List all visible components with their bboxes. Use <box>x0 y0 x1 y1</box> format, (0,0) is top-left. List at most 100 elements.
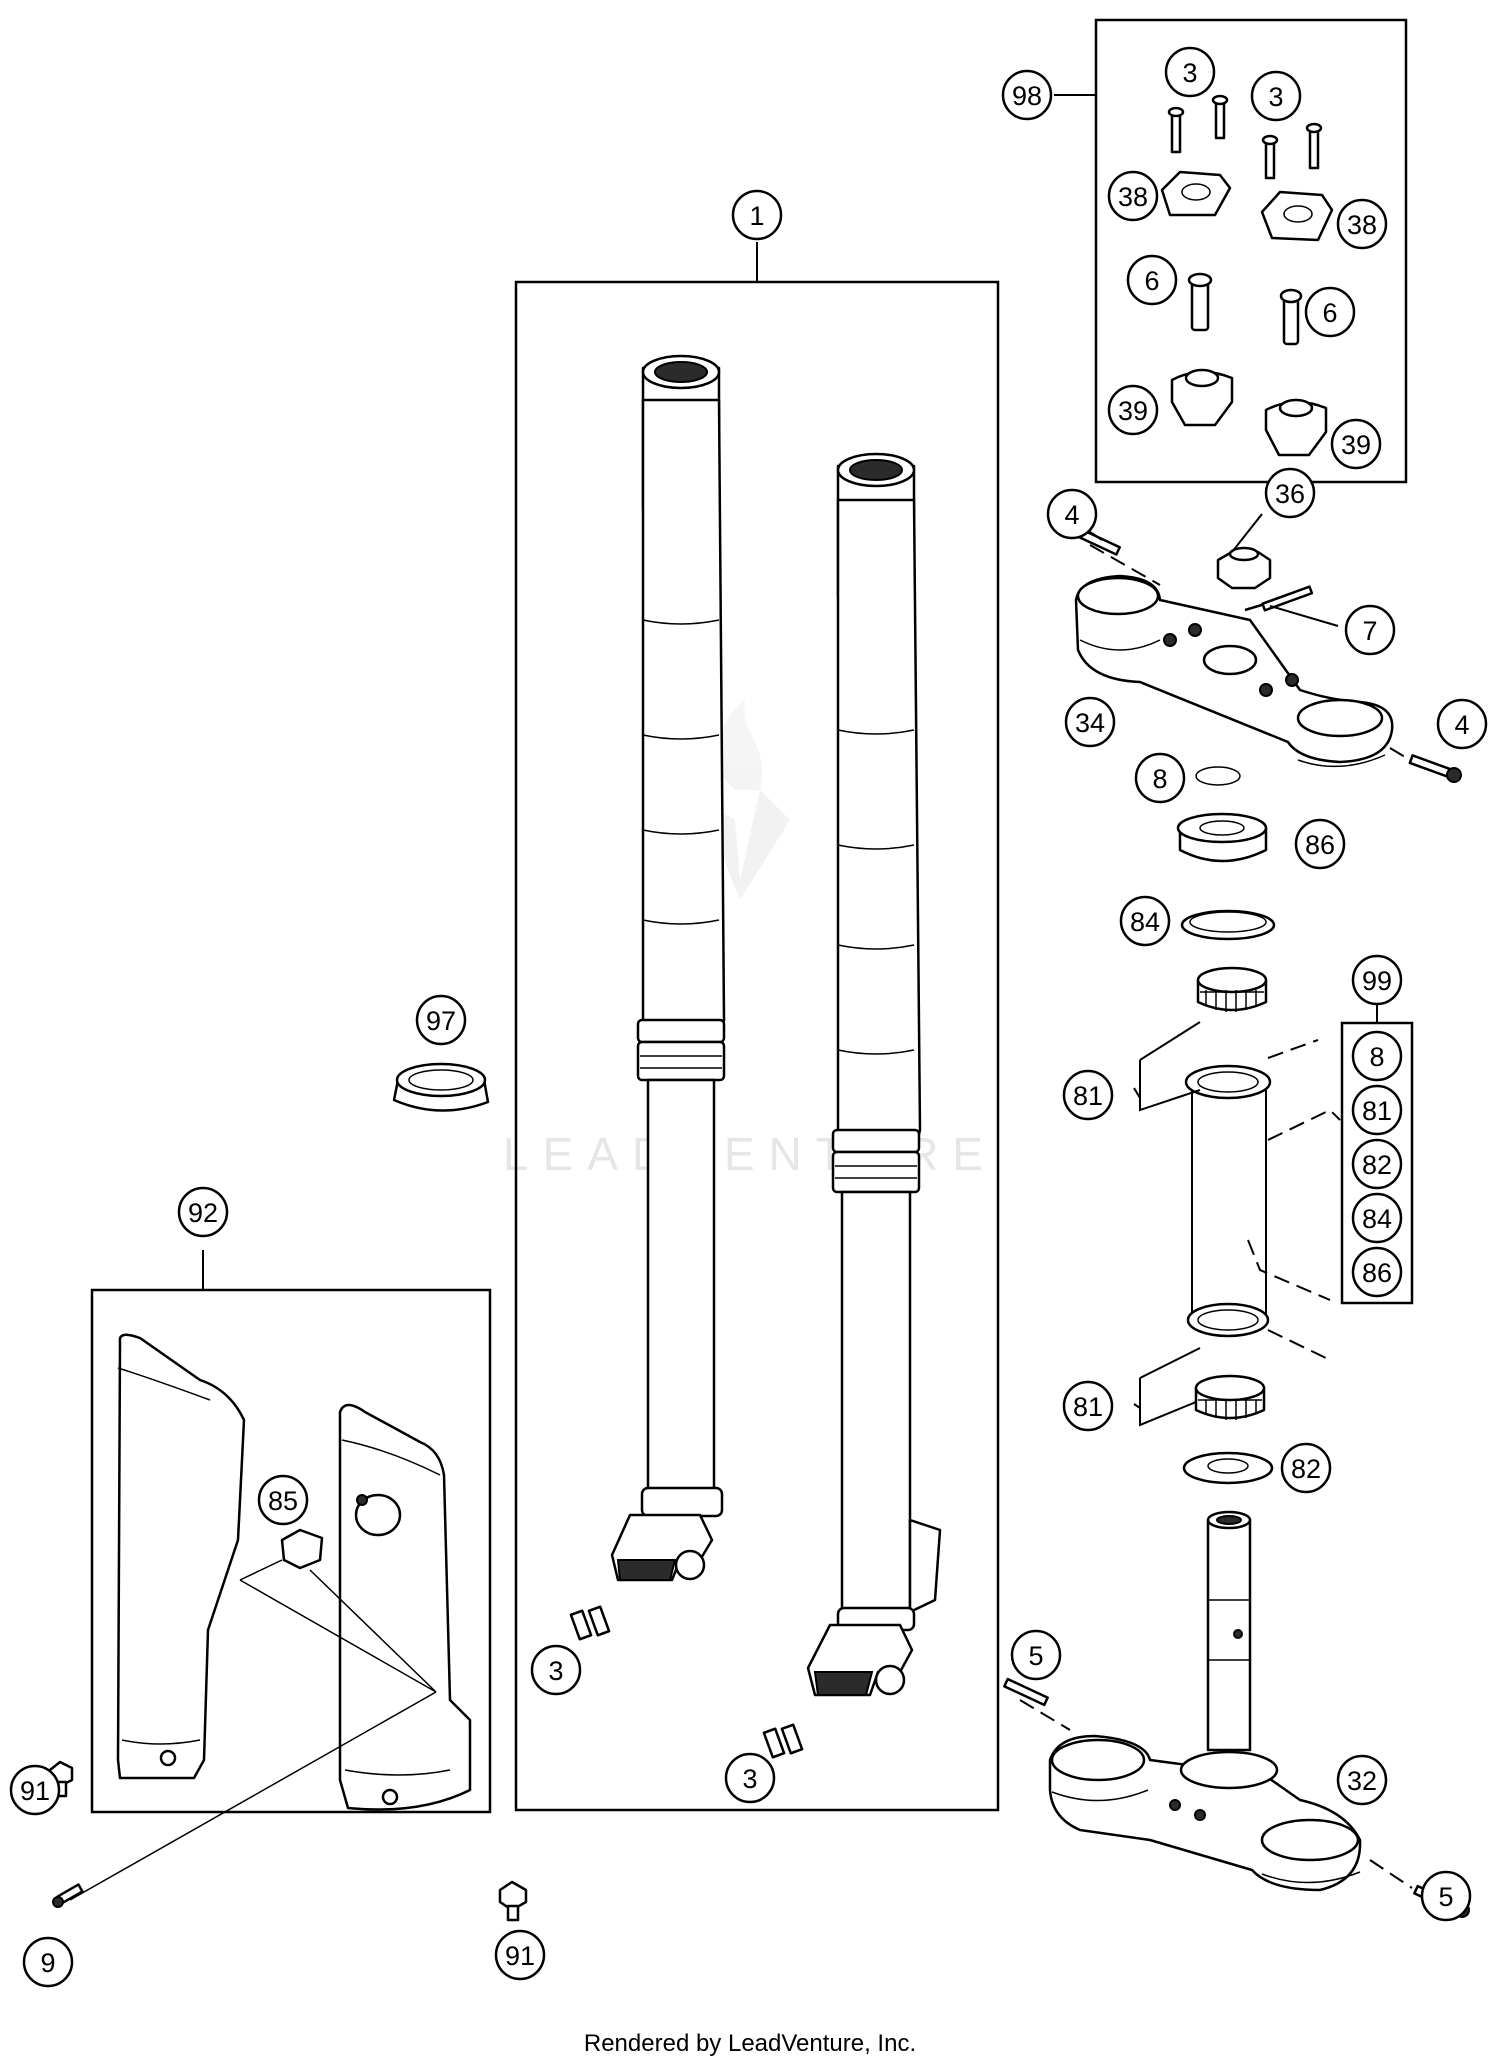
callout-circle <box>1119 895 1171 947</box>
callout-36[interactable]: 36 <box>1264 467 1316 519</box>
callout-34[interactable]: 34 <box>1064 696 1116 748</box>
callout-97[interactable]: 97 <box>415 994 467 1046</box>
callout-label: 5 <box>1438 1882 1453 1912</box>
callout-1[interactable]: 1 <box>731 189 783 241</box>
bolt-9 <box>52 1883 84 1908</box>
callout-86[interactable]: 86 <box>1294 818 1346 870</box>
callout-82[interactable]: 82 <box>1280 1442 1332 1494</box>
callout-label: 34 <box>1075 708 1105 738</box>
kit-99-item-84[interactable]: 84 <box>1351 1192 1403 1244</box>
kit-99-item-8[interactable]: 8 <box>1351 1030 1403 1082</box>
callout-4[interactable]: 4 <box>1436 698 1488 750</box>
callout-38[interactable]: 38 <box>1336 198 1388 250</box>
callout-label: 84 <box>1130 907 1160 937</box>
callout-84[interactable]: 84 <box>1119 895 1171 947</box>
callout-4[interactable]: 4 <box>1046 488 1098 540</box>
watermark-text: LEADVENTURE <box>503 1128 997 1180</box>
callout-8[interactable]: 8 <box>1134 752 1186 804</box>
callout-label: 32 <box>1347 1766 1377 1796</box>
callout-label: 92 <box>188 1198 218 1228</box>
callout-label: 38 <box>1347 210 1377 240</box>
spacer-ring-97 <box>392 1062 490 1112</box>
callout-circle <box>1046 488 1098 540</box>
callout-85[interactable]: 85 <box>257 1474 309 1526</box>
callout-label: 91 <box>505 1941 535 1971</box>
callout-3[interactable]: 3 <box>1250 70 1302 122</box>
callout-circle <box>1062 1380 1114 1432</box>
callout-91[interactable]: 91 <box>494 1929 546 1981</box>
kit-item-label: 81 <box>1362 1096 1392 1126</box>
callout-3[interactable]: 3 <box>530 1644 582 1696</box>
callout-label: 9 <box>40 1948 55 1978</box>
seal-ring-84 <box>1180 909 1276 941</box>
callout-label: 5 <box>1028 1641 1043 1671</box>
callout-98[interactable]: 98 <box>1001 69 1053 121</box>
kit-99-list <box>1340 1003 1414 1305</box>
lower-triple-clamp <box>1003 1510 1470 1918</box>
callout-circle <box>9 1764 61 1816</box>
clamp-kit <box>1054 18 1408 484</box>
callout-39[interactable]: 39 <box>1107 384 1159 436</box>
callout-circle <box>1344 604 1396 656</box>
callout-circle <box>1062 1069 1114 1121</box>
kit-item-circle <box>1351 1030 1403 1082</box>
callout-5[interactable]: 5 <box>1010 1629 1062 1681</box>
callout-39[interactable]: 39 <box>1330 418 1382 470</box>
callout-circle <box>494 1929 546 1981</box>
callout-label: 85 <box>268 1486 298 1516</box>
kit-99-item-81[interactable]: 81 <box>1351 1084 1403 1136</box>
callout-label: 99 <box>1362 966 1392 996</box>
kit-item-circle <box>1351 1138 1403 1190</box>
kit-99-item-86[interactable]: 86 <box>1351 1246 1403 1298</box>
callout-label: 4 <box>1064 500 1079 530</box>
callout-3[interactable]: 3 <box>1164 46 1216 98</box>
callout-label: 38 <box>1118 182 1148 212</box>
callout-label: 82 <box>1291 1454 1321 1484</box>
callout-9[interactable]: 9 <box>22 1936 74 1988</box>
footer-credit: Rendered by LeadVenture, Inc. <box>583 2030 917 2057</box>
callout-label: 39 <box>1118 396 1148 426</box>
callout-circle <box>1330 418 1382 470</box>
callout-5[interactable]: 5 <box>1420 1870 1472 1922</box>
callout-circle <box>1294 818 1346 870</box>
callout-81[interactable]: 81 <box>1062 1069 1114 1121</box>
callout-81[interactable]: 81 <box>1062 1380 1114 1432</box>
callout-circle <box>1164 46 1216 98</box>
callout-circle <box>177 1186 229 1238</box>
callout-circle <box>1010 1629 1062 1681</box>
callout-32[interactable]: 32 <box>1336 1754 1388 1806</box>
callout-label: 36 <box>1275 479 1305 509</box>
callout-38[interactable]: 38 <box>1107 170 1159 222</box>
callout-99[interactable]: 99 <box>1351 954 1403 1006</box>
callout-circle <box>1134 752 1186 804</box>
dust-seal-ring-86 <box>1176 812 1268 863</box>
callout-label: 6 <box>1144 266 1159 296</box>
callout-label: 3 <box>742 1764 757 1794</box>
callout-92[interactable]: 92 <box>177 1186 229 1238</box>
callout-circle <box>1304 286 1356 338</box>
callout-circle <box>257 1474 309 1526</box>
callout-91[interactable]: 91 <box>9 1764 61 1816</box>
fork-guard-kit <box>69 1250 492 1901</box>
callout-circle <box>1336 1754 1388 1806</box>
callout-circle <box>1107 384 1159 436</box>
callout-circle <box>1420 1870 1472 1922</box>
callout-label: 1 <box>749 201 764 231</box>
kit-99-item-82[interactable]: 82 <box>1351 1138 1403 1190</box>
fork-assembly <box>514 242 1000 1812</box>
callout-circle <box>22 1936 74 1988</box>
callout-label: 8 <box>1152 764 1167 794</box>
callout-circle <box>1436 698 1488 750</box>
kit-item-circle <box>1351 1246 1403 1298</box>
callout-7[interactable]: 7 <box>1344 604 1396 656</box>
bolt-91-right <box>498 1880 528 1922</box>
callout-label: 81 <box>1073 1392 1103 1422</box>
callout-label: 98 <box>1012 81 1042 111</box>
seal-82 <box>1182 1451 1274 1485</box>
callout-3[interactable]: 3 <box>724 1752 776 1804</box>
steering-head-outline <box>1184 1039 1341 1361</box>
callout-6[interactable]: 6 <box>1304 286 1356 338</box>
callout-6[interactable]: 6 <box>1126 254 1178 306</box>
upper-triple-clamp <box>1074 528 1462 783</box>
kit-item-label: 84 <box>1362 1204 1392 1234</box>
